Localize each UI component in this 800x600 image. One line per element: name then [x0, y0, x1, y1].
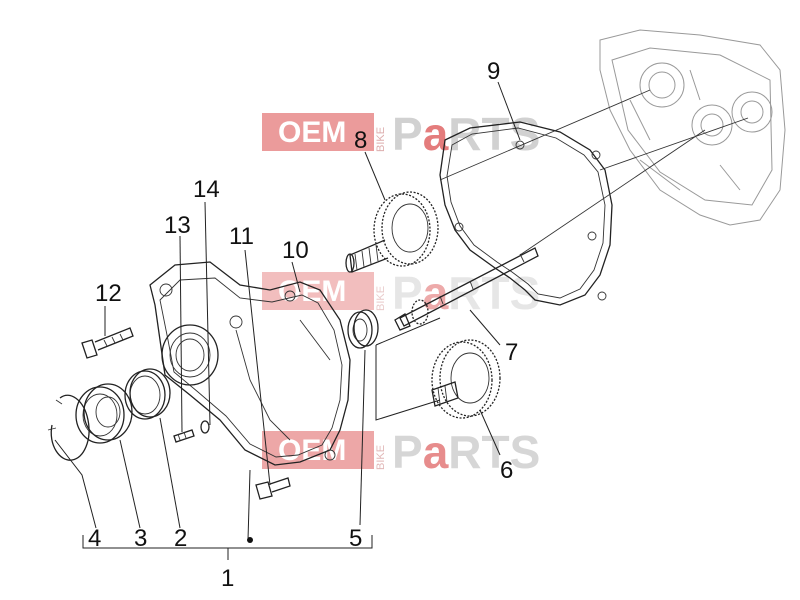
- watermark-top: OEM BIKE PaRTS: [262, 108, 540, 160]
- callout-6: 6: [500, 457, 513, 484]
- bolt-11: [255, 477, 291, 500]
- bearing: [75, 383, 133, 444]
- callout-2: 2: [174, 525, 187, 552]
- watermark-parts-text: PaRTS: [392, 267, 540, 319]
- callout-9: 9: [487, 58, 500, 85]
- gear-6: [431, 339, 501, 419]
- watermark-oem-box: [262, 113, 374, 151]
- callout-3: 3: [134, 525, 147, 552]
- axis-lines: [439, 89, 749, 256]
- washer-14: [200, 420, 210, 434]
- callout-8: 8: [354, 127, 367, 154]
- callout-14: 14: [193, 176, 220, 203]
- watermark-bike-text: BIKE: [375, 127, 387, 152]
- leader-lines: [54, 81, 521, 541]
- gear-8: [345, 191, 439, 273]
- callout-13: 13: [164, 212, 191, 239]
- callout-11: 11: [229, 223, 254, 250]
- callout-1: 1: [221, 565, 234, 592]
- bolt-12: [81, 327, 134, 359]
- oil-seal: [124, 368, 171, 420]
- callout-12: 12: [95, 280, 122, 307]
- screw-13: [173, 429, 195, 443]
- gearbox-housing: [599, 29, 786, 226]
- bushing: [347, 309, 379, 349]
- watermark-oem-text: OEM: [278, 116, 346, 149]
- assembly-bracket: [375, 317, 441, 421]
- group-dot: [247, 537, 253, 543]
- transmission-cover: [149, 261, 351, 466]
- shaft-7: [394, 247, 539, 331]
- callout-labels: 1 2 3 4 5 6 7 8 9 10 11 12 13 14: [88, 58, 518, 592]
- circlip: [47, 394, 90, 461]
- watermark-middle: OEM BIKE PaRTS: [262, 267, 540, 319]
- callout-5: 5: [349, 525, 362, 552]
- watermark-oem-text: OEM: [278, 275, 346, 308]
- gasket: [439, 121, 613, 306]
- group-bracket: [82, 535, 373, 560]
- watermark-oem-box: [262, 431, 374, 469]
- callout-4: 4: [88, 525, 101, 552]
- watermark-parts-text: PaRTS: [392, 108, 540, 160]
- watermark-bike-text: BIKE: [375, 445, 387, 470]
- callout-10: 10: [282, 237, 309, 264]
- watermark-parts-text: PaRTS: [392, 426, 540, 478]
- watermark-bike-text: BIKE: [375, 286, 387, 311]
- callout-7: 7: [505, 339, 518, 366]
